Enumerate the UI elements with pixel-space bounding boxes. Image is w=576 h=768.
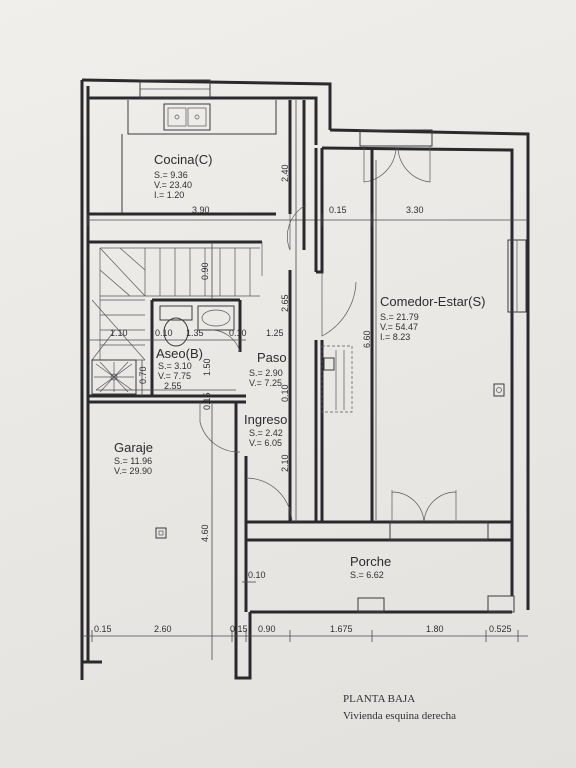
dim-label: 1.50 [202, 358, 212, 376]
dim-label: 0.525 [489, 624, 512, 634]
room-volume: V.= 6.05 [249, 438, 282, 448]
room-porche: Porche S.= 6.62 [350, 554, 391, 580]
room-name: Comedor-Estar(S) [380, 294, 485, 309]
room-paso: Paso S.= 2.90 V.= 7.25 [249, 350, 287, 388]
room-name: Cocina(C) [154, 152, 213, 167]
dim-label: 2.10 [280, 454, 290, 472]
kitchen-sink [163, 103, 211, 131]
dim-label: 3.30 [406, 205, 424, 215]
dim-label: 0.90 [258, 624, 276, 634]
room-volume: V.= 29.90 [114, 466, 152, 476]
room-name: Garaje [114, 440, 153, 455]
plan-caption: PLANTA BAJA Vivienda esquina derecha [343, 693, 456, 722]
dim-label: 1.675 [330, 624, 353, 634]
toilet [159, 305, 193, 347]
dim-label: 0.15 [94, 624, 112, 634]
caption-title: PLANTA BAJA [343, 693, 415, 705]
room-area: S.= 6.62 [350, 570, 384, 580]
kitchen-counter [127, 100, 277, 135]
room-area: S.= 11.96 [114, 456, 152, 466]
washbasin [197, 305, 235, 331]
room-aseo: Aseo(B) S.= 3.10 V.= 7.75 [156, 346, 203, 381]
room-area: S.= 3.10 [158, 361, 192, 371]
dim-label: 6.60 [362, 330, 372, 348]
room-volume: V.= 7.25 [249, 378, 282, 388]
kitchen-window [139, 79, 211, 99]
dim-label: 0.10 [155, 328, 173, 338]
dimension-lines [82, 100, 528, 660]
dim-label: 0.90 [200, 262, 210, 280]
dim-label: 0.15 [230, 624, 248, 634]
porch-column-right [487, 595, 515, 613]
dimension-labels: 3.90 0.15 3.30 2.40 0.90 2.65 1.10 0.10 … [94, 164, 512, 634]
room-name: Ingreso [244, 412, 287, 427]
dim-label: 4.60 [200, 524, 210, 542]
room-area: S.= 2.90 [249, 368, 283, 378]
room-area: S.= 21.79 [380, 312, 419, 322]
room-volume: V.= 23.40 [154, 180, 192, 190]
shower [91, 359, 137, 395]
floor-drain-icon [155, 527, 167, 539]
interior-walls [88, 100, 528, 640]
room-name: Porche [350, 554, 391, 569]
dim-label: 0.10 [280, 384, 290, 402]
dim-label: 0.10 [248, 570, 266, 580]
room-name: Aseo(B) [156, 346, 203, 361]
dim-label: 0.15 [329, 205, 347, 215]
service-stair [321, 345, 353, 413]
staircase [91, 247, 260, 361]
electrical-panel-icon [493, 383, 505, 397]
dim-label: 1.25 [266, 328, 284, 338]
dim-label: 1.80 [426, 624, 444, 634]
dim-label: 2.65 [280, 294, 290, 312]
room-volume: V.= 54.47 [380, 322, 418, 332]
room-area: S.= 2.42 [249, 428, 283, 438]
room-lighting: I.= 1.20 [154, 190, 184, 200]
dim-label: 2.40 [280, 164, 290, 182]
door-swings [199, 204, 489, 541]
room-lighting: I.= 8.23 [380, 332, 410, 342]
dim-label: 0.70 [138, 366, 148, 384]
room-ingreso: Ingreso S.= 2.42 V.= 6.05 [244, 412, 287, 448]
room-name: Paso [257, 350, 287, 365]
dim-label: 0.15 [202, 392, 212, 410]
room-cocina: Cocina(C) S.= 9.36 V.= 23.40 I.= 1.20 [154, 152, 213, 200]
dim-label: 2.55 [164, 381, 182, 391]
room-volume: V.= 7.75 [158, 371, 191, 381]
dimension-ticks [87, 214, 519, 642]
dim-label: 0.10 [229, 328, 247, 338]
dim-label: 2.60 [154, 624, 172, 634]
caption-subtitle: Vivienda esquina derecha [343, 710, 456, 722]
northeast-wall [329, 128, 530, 610]
porch-column-left [357, 597, 385, 613]
dim-label: 1.10 [110, 328, 128, 338]
dim-label: 1.35 [186, 328, 204, 338]
north-wall [81, 78, 332, 130]
room-area: S.= 9.36 [154, 170, 188, 180]
dim-label: 3.90 [192, 205, 210, 215]
room-comedor: Comedor-Estar(S) S.= 21.79 V.= 54.47 I.=… [380, 294, 485, 342]
comedor-north-door [359, 129, 433, 183]
comedor-window [507, 239, 527, 313]
room-garaje: Garaje S.= 11.96 V.= 29.90 [114, 440, 153, 476]
